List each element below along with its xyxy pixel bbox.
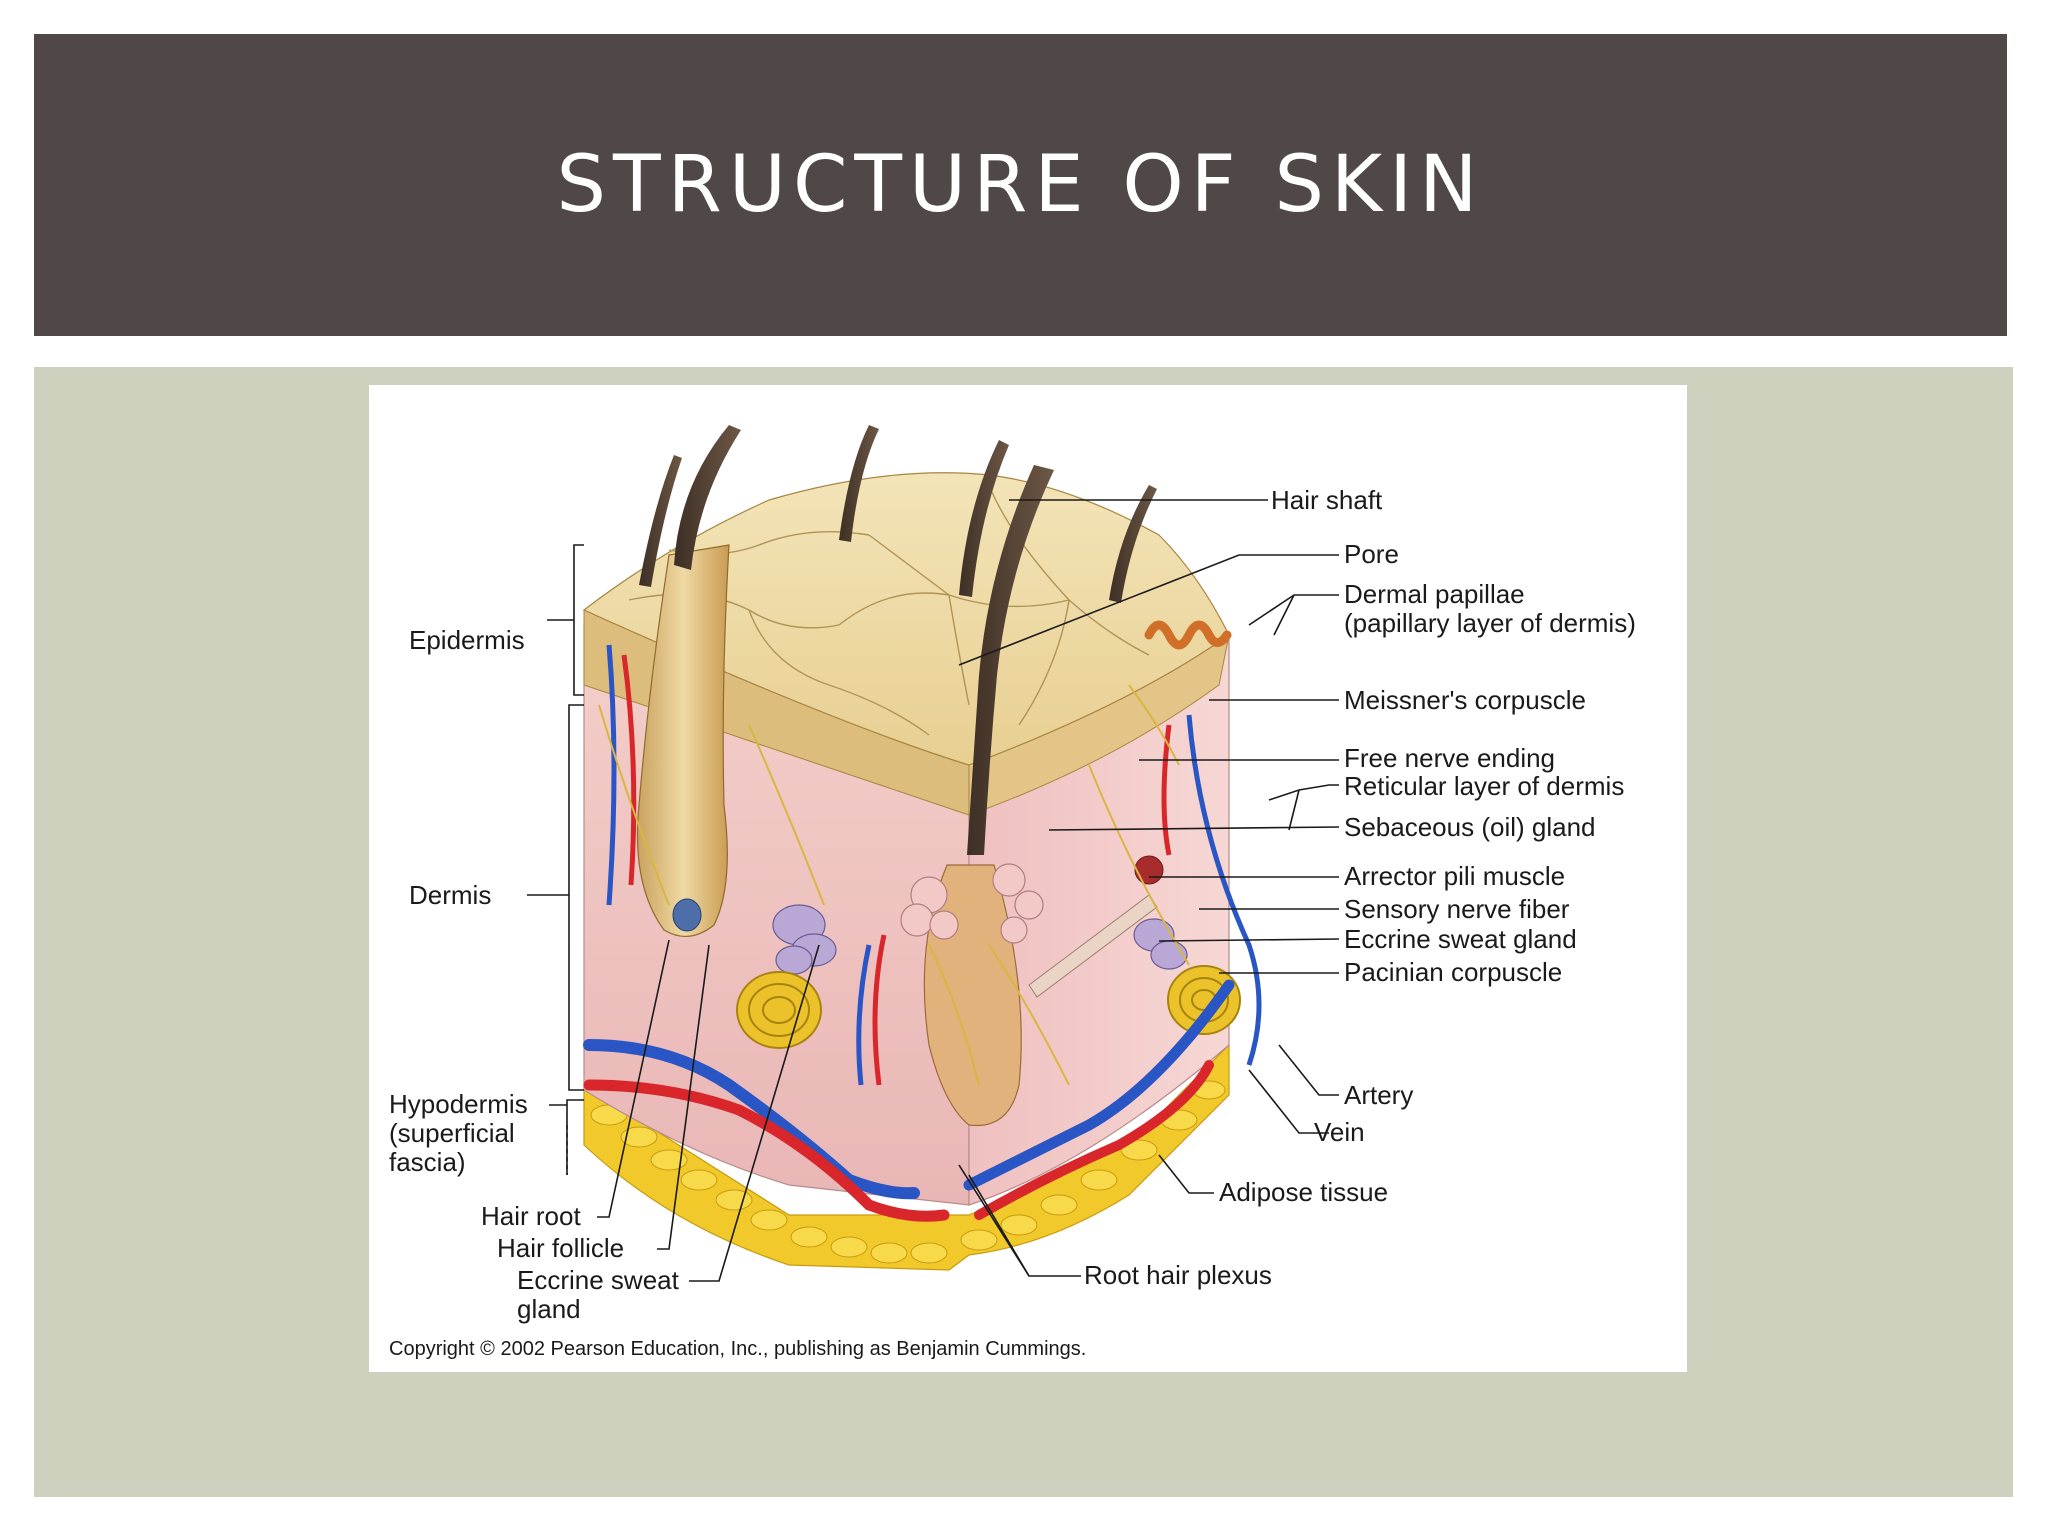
vein-main [583,1039,920,1200]
hair-shaft-center [967,465,1054,855]
surface-cells [628,484,1150,736]
label-vein: Vein [1314,1117,1365,1147]
hair-shaft-left [674,425,741,570]
dermal-papillae [1144,620,1232,650]
vessel-front-2 [621,654,637,886]
label-artery: Artery [1344,1080,1413,1110]
label-pore: Pore [1344,539,1399,569]
artery-right [974,1060,1214,1220]
bottom-left-leader-lines [597,939,820,1282]
skin-diagram-svg: Epidermis Dermis Hypodermis (superficial… [389,425,1636,1360]
artery-main [583,1079,950,1222]
vein-right [963,979,1235,1191]
arrector-red-node [1134,855,1164,885]
sebaceous-gland [900,863,1044,944]
label-sebaceous: Sebaceous (oil) gland [1344,812,1596,842]
vessel-side-1 [1186,714,1262,1066]
vessel-front-4 [856,944,872,1086]
vessel-front-3 [872,934,887,1086]
eccrine-sweat-gland-left [772,904,837,975]
title-bar: STRUCTURE OF SKIN [34,34,2007,336]
label-free-nerve: Free nerve ending [1344,743,1555,773]
right-leader-lines [958,499,1340,1277]
hair-2 [839,425,879,542]
hair-3 [959,440,1009,597]
label-reticular: Reticular layer of dermis [1344,771,1624,801]
hair-1 [639,455,682,587]
epidermis-top-surface [582,472,1230,766]
slide-title: STRUCTURE OF SKIN [556,140,1485,230]
hair-follicle-left [636,544,730,937]
layer-brackets [527,544,584,1175]
pacinian-corpuscle-left [736,971,822,1049]
label-hypodermis-3: fascia) [389,1147,466,1177]
eccrine-sweat-gland-right [1133,918,1188,970]
hair-bulb [672,898,702,932]
label-dermal-papillae-2: (papillary layer of dermis) [1344,608,1636,638]
hair-4 [1109,485,1157,603]
copyright-text: Copyright © 2002 Pearson Education, Inc.… [389,1338,1086,1360]
label-meissners: Meissner's corpuscle [1344,685,1586,715]
label-dermis: Dermis [409,880,491,910]
label-pacinian: Pacinian corpuscle [1344,957,1562,987]
skin-diagram-figure: Epidermis Dermis Hypodermis (superficial… [369,385,1687,1372]
label-arrector: Arrector pili muscle [1344,861,1565,891]
label-hypodermis-2: (superficial [389,1118,515,1148]
label-epidermis: Epidermis [409,625,525,655]
label-hair-follicle: Hair follicle [497,1233,624,1263]
nerve-fibers [598,684,1190,1086]
label-hypodermis-1: Hypodermis [389,1089,528,1119]
label-hair-shaft: Hair shaft [1271,485,1383,515]
label-sensory: Sensory nerve fiber [1344,894,1570,924]
label-dermal-papillae-1: Dermal papillae [1344,579,1525,609]
label-eccrine-right: Eccrine sweat gland [1344,924,1577,954]
label-eccrine-1: Eccrine sweat [517,1265,680,1295]
label-root-hair-plexus: Root hair plexus [1084,1260,1272,1290]
adipose-tissue [583,1043,1230,1271]
vessel-front-1 [606,644,617,906]
label-eccrine-2: gland [517,1294,581,1324]
label-adipose: Adipose tissue [1219,1177,1388,1207]
label-hair-root: Hair root [481,1201,581,1231]
